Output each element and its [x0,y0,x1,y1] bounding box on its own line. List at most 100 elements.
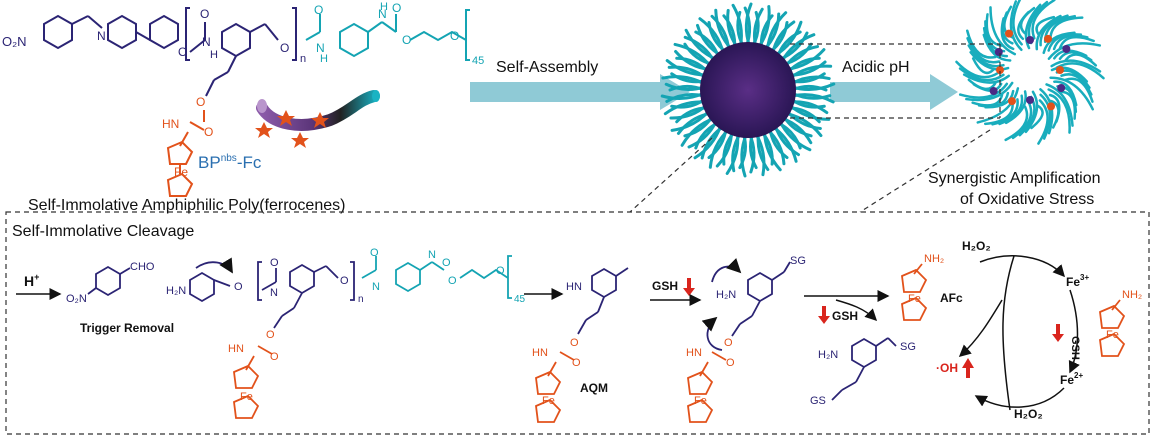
svg-text:SG: SG [900,341,916,353]
ester-o: O [402,33,411,47]
svg-text:O: O [496,265,505,277]
disassembled-strand [982,33,1012,62]
acidic-arrow [830,74,958,110]
carbamate-n-2: N [378,7,387,21]
synergy-line-2: of Oxidative Stress [960,191,1094,208]
cleavage-title: Self-Immolative Cleavage [12,223,194,240]
disassembled-strand [1055,62,1105,80]
disassembled-fragment [1008,97,1016,106]
carbamate-n-1: N [202,35,211,49]
disassembled-strand [1035,14,1062,51]
h2o2-top: H₂O₂ [962,239,991,253]
amide-h: H [320,53,328,65]
disassembled-fragment [989,87,998,95]
bp-tube-illustration [255,90,380,148]
svg-text:O: O [726,357,735,369]
svg-text:O: O [340,275,349,287]
disassembled-strand [1037,99,1049,145]
disassembled-strand [989,6,1017,56]
svg-text:n: n [358,294,364,305]
gsh-label-1: GSH [652,279,678,293]
svg-text:O: O [570,337,579,349]
imine-n: N [97,29,106,43]
fenton-cycle: H₂O₂ Fe3+ Fe2+ ·OH H₂O₂ GSH [936,239,1089,421]
disassembled-strand [969,51,1010,71]
disassembled-strand [967,78,997,91]
svg-text:O: O [572,357,581,369]
disassembled-strand [966,29,997,59]
disassembled-fragment [1026,36,1034,44]
disassembled-strand [1030,104,1044,130]
svg-text:GS: GS [810,395,826,407]
nitro-label-2: O₂N [66,293,87,305]
disassembled-strand [966,37,1001,64]
disassembled-strand [1050,59,1102,73]
disassembled-strand [985,13,1004,47]
disassembled-fragment [1047,102,1055,111]
svg-text:O: O [266,329,275,341]
amide-n: N [316,41,325,55]
afc-structure-right: NH₂ Fe [1099,289,1142,357]
disassembled-strand [998,94,1024,126]
svg-text:SG: SG [790,255,806,267]
disassembled-fragment [1026,96,1034,104]
dashed-connectors [5,43,1150,435]
nitro-label: O₂N [2,34,27,49]
disassembled-fragment [1005,29,1013,38]
svg-text:O: O [724,337,733,349]
disassembled-fragment [1062,45,1071,53]
disassembled-strand [1058,90,1077,120]
micelle [660,2,836,178]
svg-text:O: O [270,351,279,363]
gsh-adduct-intermediate: H₂N SG O HN O Fe [686,255,806,423]
benzene-ring-3 [149,14,179,50]
self-assembly-arrow [470,74,690,110]
disassembled-fragment [1044,34,1052,43]
amine-polymer: H₂N O O N O n O [166,247,526,419]
arrow-split-down [835,299,878,322]
svg-text:N: N [372,281,380,293]
disassembled-strand [1031,0,1056,40]
fe-label-1: Fe [174,165,188,179]
side-o: O [196,95,205,109]
disassembled-strand [1042,31,1076,55]
disassembled-strand [1004,90,1027,125]
disassembled-strand [1009,0,1023,52]
svg-text:O: O [370,247,379,259]
gsh-down-arrow-3 [1052,324,1064,342]
carbonyl-o-3: O [392,1,401,15]
ether-o-1: O [178,45,187,59]
svg-text:O: O [234,281,243,293]
disassembled-strand [1019,6,1036,35]
polymer-title: Self-Immolative Amphiphilic Poly(ferroce… [28,197,345,214]
peg-subscript: 45 [472,55,484,67]
disassembled-strand [1039,93,1052,140]
bis-sg-product: H₂N SG GS [810,337,916,407]
disassembled-fragment [1056,66,1064,74]
carbonyl-o-2: O [314,3,323,17]
benzene-ring-1 [43,14,73,50]
disassembled-strand [1045,83,1074,127]
cho-label: CHO [130,261,155,273]
benzene-ring-2 [107,14,137,50]
svg-text:Fe: Fe [694,395,707,407]
disassembled-strand [971,57,995,75]
disassembled-strand [1012,0,1023,46]
afc-structure: NH₂ Fe AFc [901,253,963,321]
disassembled-micelle [955,0,1105,145]
disassembled-strand [983,101,1014,126]
svg-text:Fe: Fe [1106,329,1119,341]
disassembled-strand [1060,73,1093,96]
aqm-structure: HN O HN O Fe AQM [532,267,629,423]
afc-label: AFc [940,291,963,305]
svg-text:O: O [270,257,279,269]
disassembled-strand [1039,14,1069,47]
polymer-structure: O₂N N O O N H n O [2,1,484,197]
svg-text:N: N [270,287,278,299]
h-plus: H+ [24,272,39,289]
disassembled-strand [971,93,1004,107]
disassembled-strand [1049,16,1084,41]
cp-ring-1 [166,140,194,165]
disassembled-fragment [1057,84,1066,92]
svg-text:NH₂: NH₂ [924,253,944,265]
